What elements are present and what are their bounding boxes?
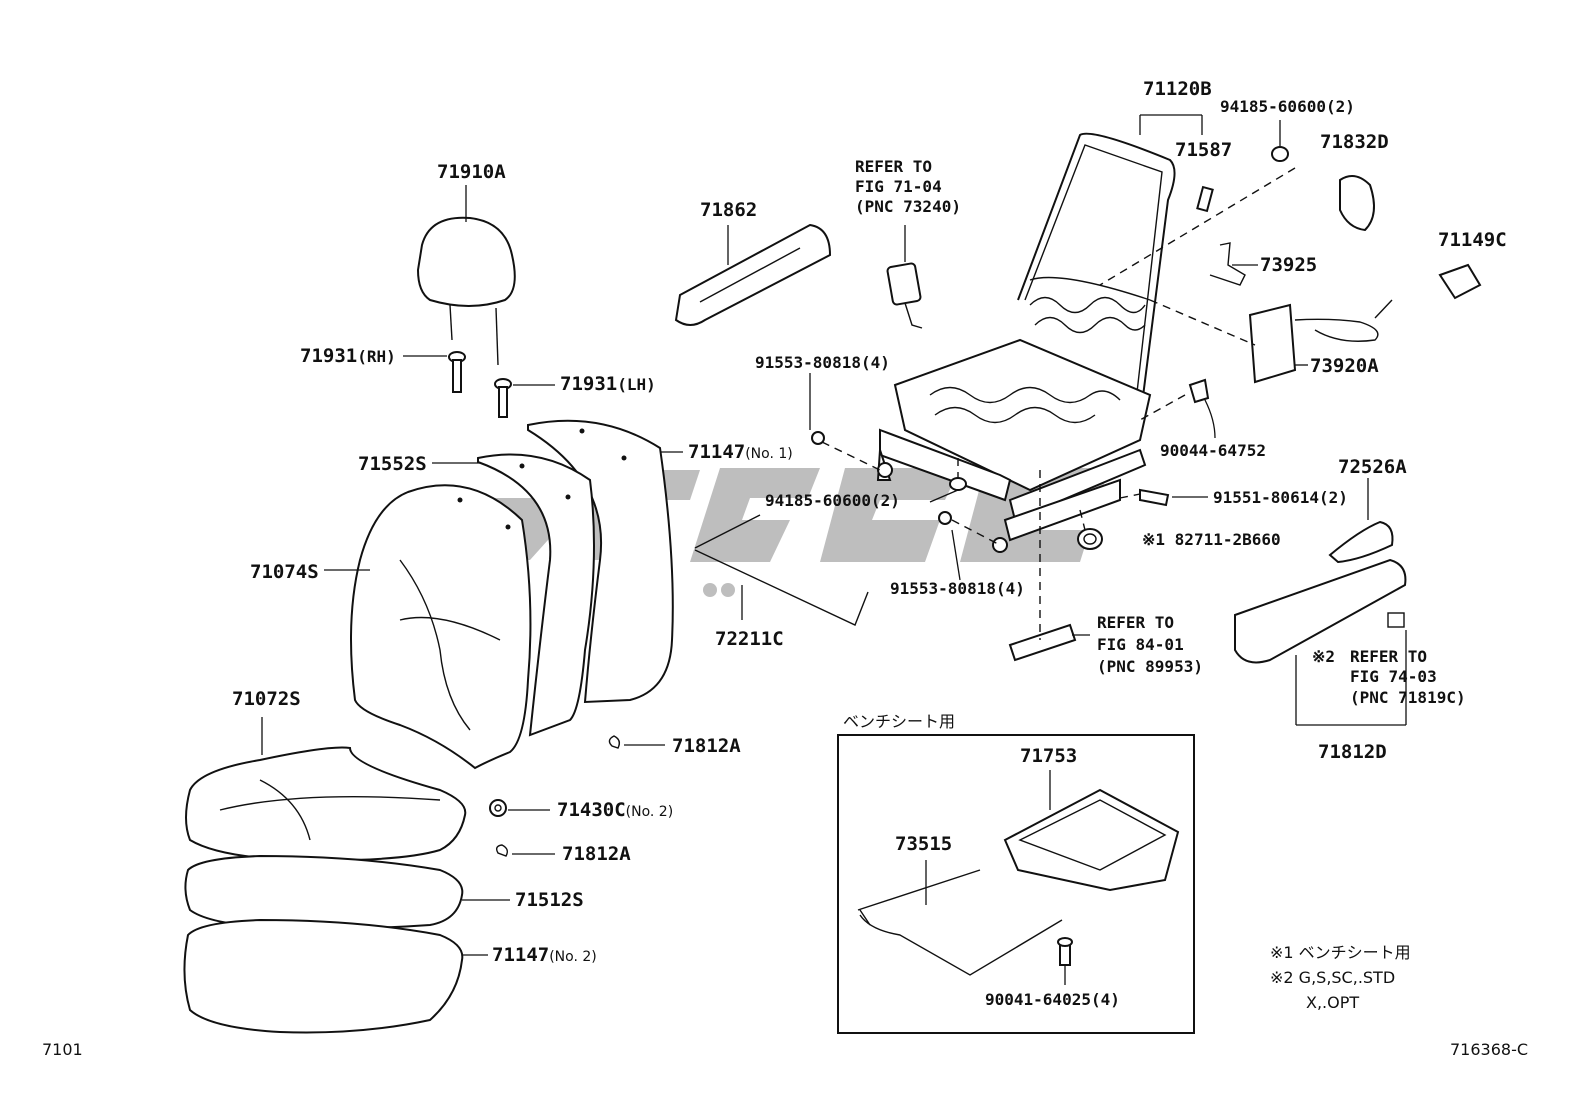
bolt-91553-lower xyxy=(938,511,961,581)
seat-cushion-cover-drawing xyxy=(185,717,467,862)
note-2: ※2 G,S,SC,.STD xyxy=(1270,968,1395,987)
rail-cover-drawing xyxy=(1008,623,1090,662)
seatback-pad-no1-drawing xyxy=(527,419,683,704)
nut-94185-top xyxy=(1271,120,1289,162)
drawing-code: 716368-C xyxy=(1450,1040,1528,1059)
label-91551: 91551-80614(2) xyxy=(1213,488,1348,507)
label-71931-lh: 71931(LH) xyxy=(560,373,656,395)
reference-block-2: REFER TO FIG 84-01 (PNC 89953) xyxy=(1097,613,1203,676)
ref1-line1: REFER TO xyxy=(855,157,932,176)
ref1-line3: (PNC 73240) xyxy=(855,197,961,216)
side-shield-drawing xyxy=(674,223,832,326)
headrest-guide-rh-drawing xyxy=(403,351,466,393)
bracket-71587 xyxy=(1196,185,1214,213)
label-71512s: 71512S xyxy=(515,889,584,911)
rod-73515 xyxy=(857,860,1063,976)
bench-seat-box xyxy=(837,734,1195,1034)
label-73515: 73515 xyxy=(895,833,952,855)
ref2-line1: REFER TO xyxy=(1097,613,1174,632)
reference-block-1: REFER TO FIG 71-04 (PNC 73240) xyxy=(855,157,961,216)
label-71812d: 71812D xyxy=(1318,741,1387,763)
seatback-frame-cover-drawing xyxy=(432,453,595,737)
bracket-71149c xyxy=(1438,263,1482,300)
label-91553-lower: 91553-80818(4) xyxy=(890,579,1025,598)
seatbelt-buckle-drawing xyxy=(886,225,923,329)
bolt-90041 xyxy=(1057,937,1073,985)
ref3-mark: ※2 xyxy=(1312,647,1335,666)
ref2-line2: FIG 84-01 xyxy=(1097,635,1184,654)
clip-71812a-lower xyxy=(495,844,555,857)
ref3-line2: FIG 74-03 xyxy=(1350,667,1437,686)
label-71587: 71587 xyxy=(1175,139,1232,161)
label-73925: 73925 xyxy=(1260,254,1317,276)
label-91553-upper: 91553-80818(4) xyxy=(755,353,890,372)
headrest-drawing xyxy=(416,185,516,366)
part-labels: 71910A 71931(RH) 71931(LH) 71552S 71147(… xyxy=(232,78,1507,1009)
ref3-line1: REFER TO xyxy=(1350,647,1427,666)
label-71753: 71753 xyxy=(1020,745,1077,767)
bolt-91551 xyxy=(1139,488,1208,507)
label-94185-lower: 94185-60600(2) xyxy=(765,491,900,510)
label-82711: ※1 82711-2B660 xyxy=(1142,530,1281,549)
tray-71753 xyxy=(1003,770,1180,892)
seat-cushion-pad-drawing xyxy=(184,854,510,930)
bench-box-title: ベンチシート用 xyxy=(843,712,955,731)
label-71812a-upper: 71812A xyxy=(672,735,741,757)
side-cover-71812d xyxy=(1234,558,1407,726)
label-71931-rh: 71931(RH) xyxy=(300,345,396,367)
knob-71832d xyxy=(1339,175,1375,232)
bolt-91553-upper xyxy=(809,373,825,445)
fastener-71430c xyxy=(489,799,550,817)
dashed-guides xyxy=(821,167,1296,640)
seat-frame-drawing xyxy=(876,114,1203,553)
footnotes: ※1 ベンチシート用 ※2 G,S,SC,.STD X,.OPT xyxy=(1270,943,1411,1012)
cable-72211c xyxy=(694,514,869,626)
label-72526a: 72526A xyxy=(1338,456,1407,478)
label-71862: 71862 xyxy=(700,199,757,221)
label-71147-no1: 71147(No. 1) xyxy=(688,441,793,463)
knob-72526a xyxy=(1328,478,1394,564)
clip-90044 xyxy=(1188,378,1216,439)
connector-82711 xyxy=(1077,528,1103,550)
note-3: X,.OPT xyxy=(1306,993,1359,1012)
label-71147-no2: 71147(No. 2) xyxy=(492,944,597,966)
label-90041: 90041-64025(4) xyxy=(985,990,1120,1009)
reference-block-3: ※2 REFER TO FIG 74-03 (PNC 71819C) xyxy=(1312,647,1466,707)
headrest-guide-lh-drawing xyxy=(494,378,555,418)
label-71552s: 71552S xyxy=(358,453,427,475)
label-90044: 90044-64752 xyxy=(1160,441,1266,460)
note-1: ※1 ベンチシート用 xyxy=(1270,943,1411,962)
label-71149c: 71149C xyxy=(1438,229,1507,251)
ref3-line3: (PNC 71819C) xyxy=(1350,688,1466,707)
bracket-73925 xyxy=(1209,242,1258,286)
lumbar-pad-73920a xyxy=(1248,299,1393,384)
label-71430c: 71430C(No. 2) xyxy=(557,799,673,821)
label-73920a: 73920A xyxy=(1310,355,1379,377)
label-94185-top: 94185-60600(2) xyxy=(1220,97,1355,116)
ref2-line3: (PNC 89953) xyxy=(1097,657,1203,676)
seat-cushion-pad-no2-drawing xyxy=(183,918,488,1034)
label-71832d: 71832D xyxy=(1320,131,1389,153)
seatback-cover-drawing xyxy=(324,484,532,770)
label-71812a-lower: 71812A xyxy=(562,843,631,865)
figure-number: 7101 xyxy=(42,1040,83,1059)
label-72211c: 72211C xyxy=(715,628,784,650)
clip-71812a-upper xyxy=(608,735,665,749)
label-71072s: 71072S xyxy=(232,688,301,710)
label-71074s: 71074S xyxy=(250,561,319,583)
label-71120b: 71120B xyxy=(1143,78,1212,100)
label-71910a: 71910A xyxy=(437,161,506,183)
ref1-line2: FIG 71-04 xyxy=(855,177,942,196)
